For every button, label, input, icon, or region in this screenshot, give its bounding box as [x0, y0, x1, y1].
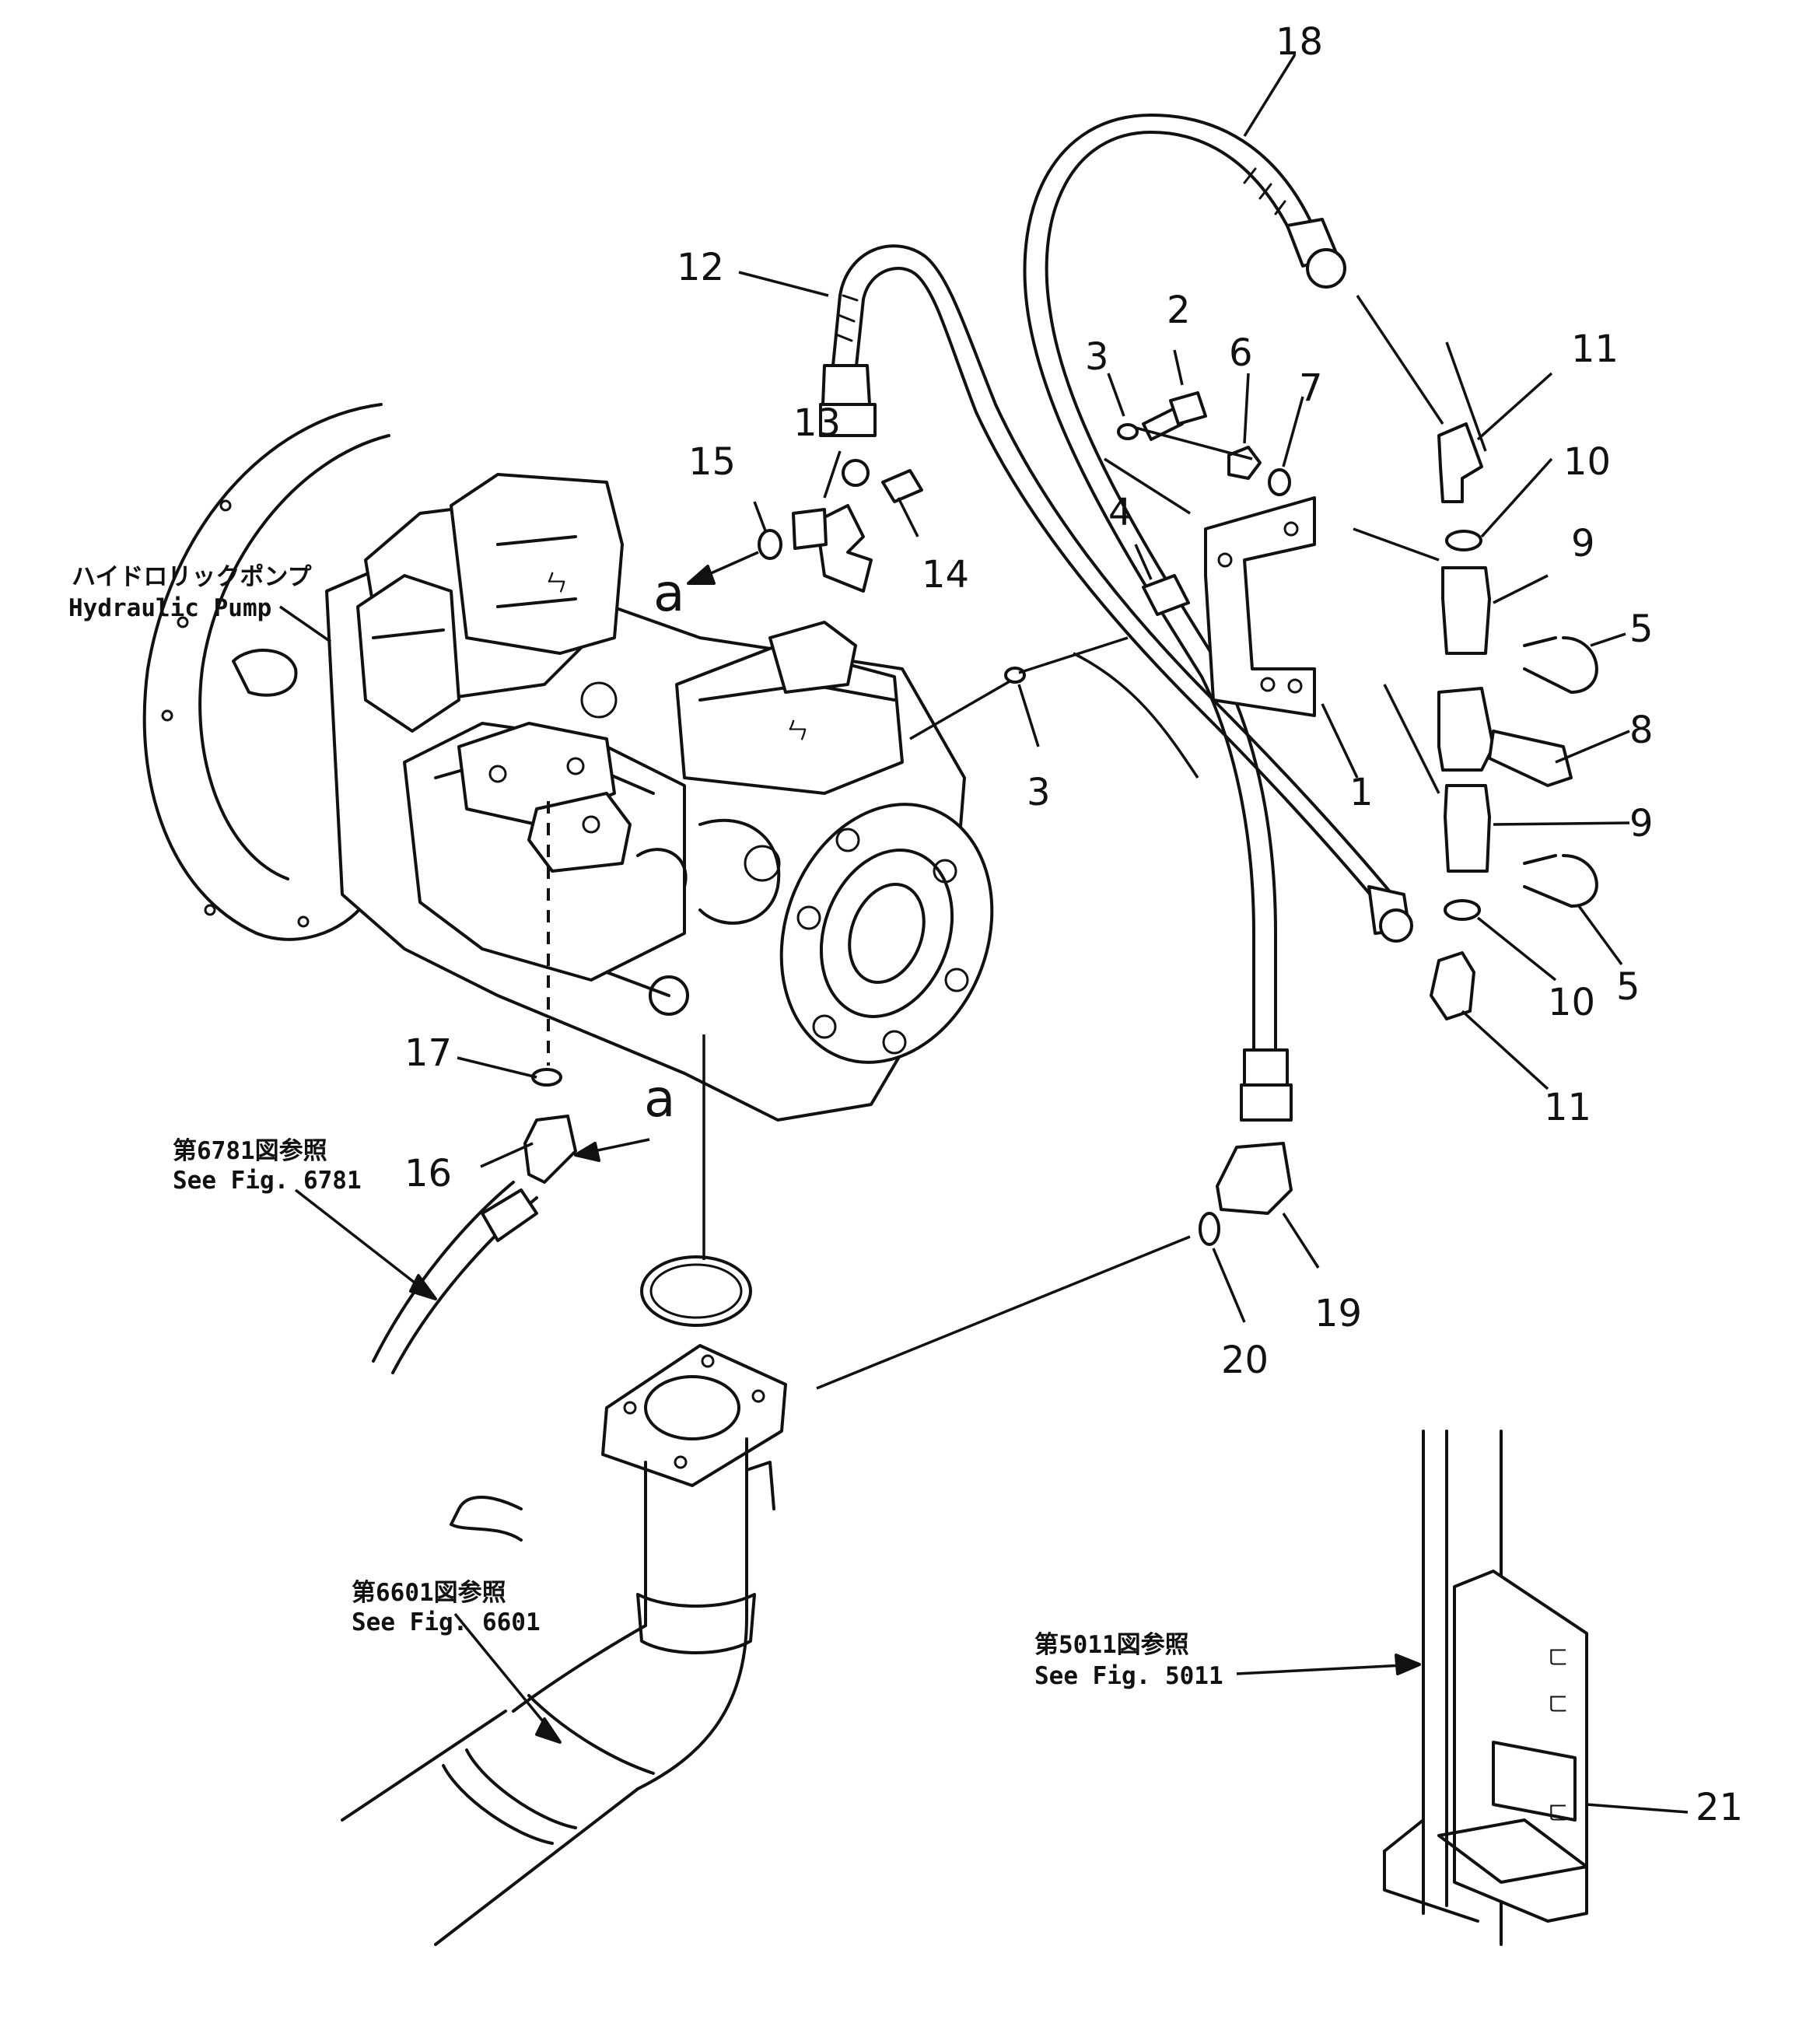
callout-17: 17 — [404, 1031, 452, 1075]
ref-5011-en: See Fig. 5011 — [1034, 1662, 1223, 1690]
callout-9-top: 9 — [1571, 522, 1595, 565]
svg-text:ㄈ: ㄈ — [1548, 1647, 1568, 1670]
callout-4: 4 — [1108, 491, 1132, 534]
callout-19: 19 — [1314, 1292, 1362, 1335]
fittings — [372, 391, 1598, 1374]
callout-12: 12 — [677, 246, 724, 289]
bracket-21: ㄈ ㄈ ㄈ — [1383, 1430, 1588, 1946]
suction-pipe — [341, 1344, 787, 1946]
svg-text:ㄣ: ㄣ — [786, 718, 809, 745]
callout-5-top: 5 — [1629, 607, 1654, 651]
callout-6: 6 — [1229, 331, 1253, 375]
callout-2: 2 — [1167, 289, 1191, 332]
pump-label-en: Hydraulic Pump — [68, 594, 271, 622]
callout-8: 8 — [1629, 709, 1654, 752]
callout-1: 1 — [1349, 771, 1374, 814]
svg-text:ㄈ: ㄈ — [1548, 1693, 1568, 1717]
ref-5011-jp: 第5011図参照 — [1034, 1631, 1189, 1659]
hose-12 — [819, 244, 1413, 943]
callout-3-mid: 3 — [1027, 771, 1051, 814]
callout-10-top: 10 — [1563, 440, 1611, 484]
callout-18: 18 — [1276, 20, 1323, 64]
svg-text:ㄈ: ㄈ — [1548, 1802, 1568, 1825]
callout-13: 13 — [793, 401, 841, 445]
callout-15: 15 — [688, 440, 736, 484]
callout-10-bot: 10 — [1548, 981, 1595, 1024]
callout-3-top: 3 — [1085, 335, 1109, 379]
pump-label-jp: ハイドロリックポンプ — [72, 563, 312, 591]
labels: ハイドロリックポンプ Hydraulic Pump 第6781図参照 See F… — [68, 563, 1223, 1690]
callout-21: 21 — [1696, 1786, 1743, 1829]
callout-14: 14 — [922, 553, 969, 597]
callout-9-bot: 9 — [1629, 802, 1654, 845]
view-a-label-lower: a — [644, 1069, 675, 1129]
callout-5-bot: 5 — [1616, 965, 1640, 1009]
hose-18 — [1023, 114, 1346, 1122]
callout-11-bot: 11 — [1544, 1086, 1591, 1129]
leader-lines — [279, 54, 1689, 1814]
callout-numbers: 18 12 2 3 6 7 11 13 15 10 4 9 14 5 8 3 1… — [404, 20, 1743, 1829]
view-a-label-upper: a — [653, 563, 684, 623]
ref-6781-jp: 第6781図参照 — [173, 1137, 327, 1165]
callout-16: 16 — [404, 1152, 452, 1195]
callout-20: 20 — [1221, 1339, 1269, 1382]
callout-7: 7 — [1299, 366, 1323, 410]
svg-text:ㄣ: ㄣ — [544, 570, 568, 597]
hydraulic-pump: ㄣ ㄣ — [142, 403, 994, 1122]
callout-11-top: 11 — [1571, 327, 1619, 371]
ref-6781-en: See Fig. 6781 — [173, 1167, 362, 1195]
ref-6601-jp: 第6601図参照 — [352, 1579, 506, 1607]
ref-6601-en: See Fig. 6601 — [352, 1608, 541, 1636]
